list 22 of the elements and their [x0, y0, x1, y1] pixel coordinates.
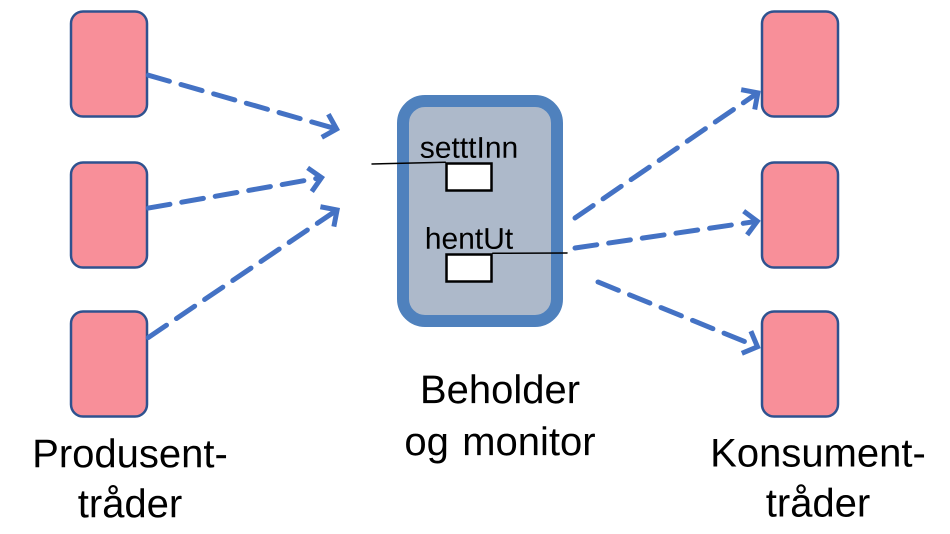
thread-box — [760, 10, 840, 118]
arrow — [596, 280, 761, 356]
method-box: setttInn — [420, 137, 516, 192]
arrow — [572, 209, 761, 250]
group-label: Konsument- tråder — [713, 439, 924, 517]
thread-box — [760, 161, 840, 269]
group-label: Produsent- tråder — [35, 438, 226, 518]
arrow — [572, 87, 761, 220]
node-caption: Beholder og monitor — [406, 374, 595, 464]
thread-box — [70, 310, 148, 418]
method-box: hentUt — [426, 227, 513, 283]
container-box — [397, 95, 563, 327]
line — [371, 162, 446, 165]
line — [492, 252, 568, 254]
arrow — [146, 204, 340, 340]
arrow — [146, 166, 325, 211]
thread-box — [70, 10, 148, 118]
thread-box — [760, 310, 840, 418]
node-label: hentUt — [426, 227, 513, 250]
arrow — [146, 72, 340, 140]
thread-box — [70, 161, 148, 269]
node-label: setttInn — [420, 137, 516, 158]
